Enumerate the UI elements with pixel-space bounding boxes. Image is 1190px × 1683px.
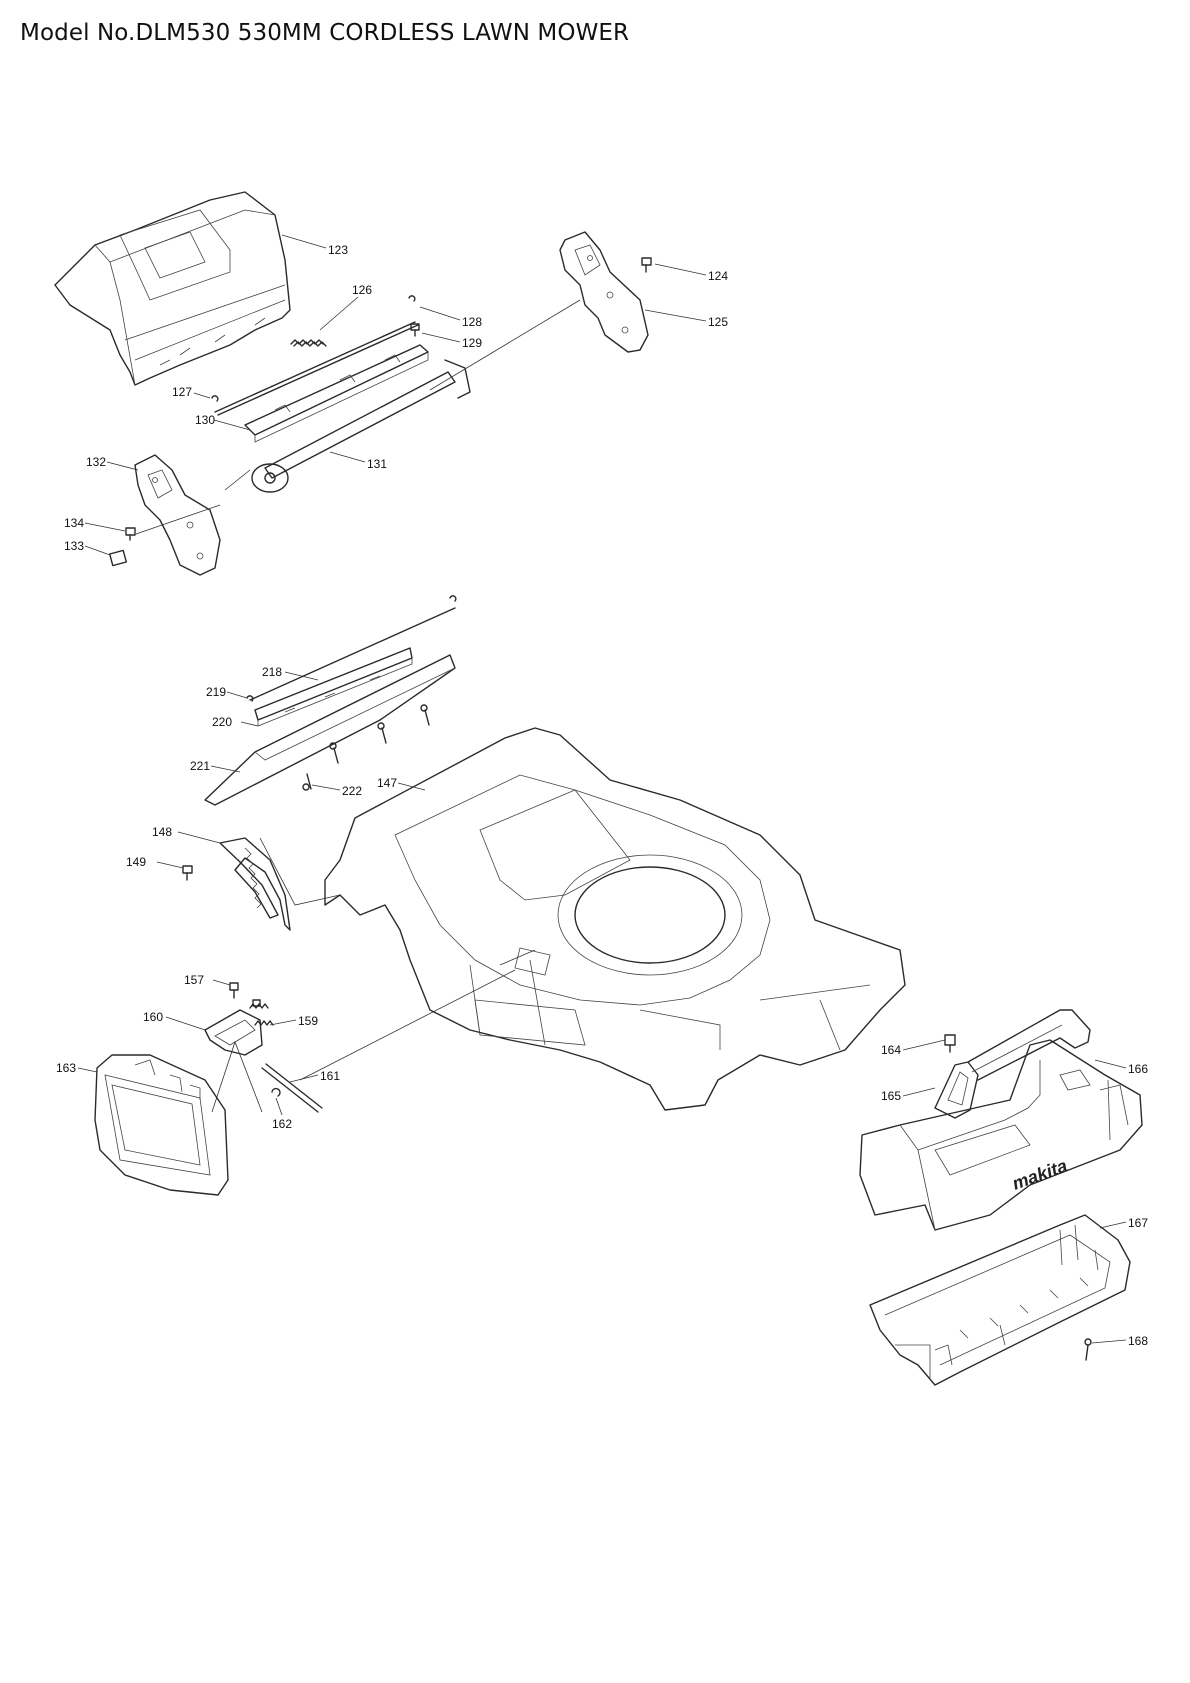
guide-line <box>429 299 581 391</box>
part-131-axle-tube <box>251 359 471 493</box>
callout-162: 162 <box>272 1117 292 1131</box>
callout-168: 168 <box>1128 1334 1148 1348</box>
callout-149: 149 <box>126 855 146 869</box>
flap-rod <box>214 321 416 413</box>
part-159-spring <box>249 999 274 1026</box>
callout-167: 167 <box>1128 1216 1148 1230</box>
part-167-battery-housing <box>869 1214 1131 1386</box>
part-129-screw <box>410 323 420 337</box>
part-124-screw <box>641 257 652 273</box>
callout-124: 124 <box>708 269 728 283</box>
makita-logo: makita <box>1010 1155 1070 1193</box>
part-126-spring <box>290 339 327 347</box>
callout-125: 125 <box>708 315 728 329</box>
callout-221: 221 <box>190 759 210 773</box>
callout-128: 128 <box>462 315 482 329</box>
part-148-height-lever-plate <box>219 837 291 931</box>
callout-132: 132 <box>86 455 106 469</box>
callout-160: 160 <box>143 1010 163 1024</box>
callout-127: 127 <box>172 385 192 399</box>
part-123-rear-flap <box>54 191 291 386</box>
callout-164: 164 <box>881 1043 901 1057</box>
part-157-screw <box>229 982 239 999</box>
part-134-screw <box>125 527 136 541</box>
callout-166: 166 <box>1128 1062 1148 1076</box>
part-218-rod <box>249 595 457 701</box>
part-165-handle-clamp <box>934 1061 979 1119</box>
part-222-screws <box>302 704 430 791</box>
callout-leaders <box>77 234 1127 1344</box>
callout-218: 218 <box>262 665 282 679</box>
callout-148: 148 <box>152 825 172 839</box>
callout-129: 129 <box>462 336 482 350</box>
part-163-rear-door <box>94 1054 229 1196</box>
callout-123: 123 <box>328 243 348 257</box>
callout-157: 157 <box>184 973 204 987</box>
callout-219: 219 <box>206 685 226 699</box>
part-147-mower-deck <box>324 727 906 1111</box>
callout-131: 131 <box>367 457 387 471</box>
callout-163: 163 <box>56 1061 76 1075</box>
part-128-clip <box>408 295 416 302</box>
callout-134: 134 <box>64 516 84 530</box>
part-219-clip <box>246 695 254 702</box>
part-127-clip <box>211 395 219 402</box>
callout-147: 147 <box>377 776 397 790</box>
callout-126: 126 <box>352 283 372 297</box>
callout-159: 159 <box>298 1014 318 1028</box>
page-title: Model No.DLM530 530MM CORDLESS LAWN MOWE… <box>20 20 630 46</box>
part-125-height-bracket-right <box>559 231 649 353</box>
part-220-hinge <box>254 647 413 727</box>
part-149-screw <box>182 865 193 881</box>
part-133-nut <box>108 549 128 567</box>
part-168-screw <box>1084 1338 1092 1361</box>
part-132-height-bracket-left <box>134 454 221 576</box>
callout-220: 220 <box>212 715 232 729</box>
part-161-pin <box>261 1063 323 1113</box>
part-164-screw <box>944 1034 956 1053</box>
callout-labels: 123 124 125 126 127 128 129 130 131 132 … <box>56 243 1148 1348</box>
part-130-hinge-bar <box>244 344 429 443</box>
callout-222: 222 <box>342 784 362 798</box>
callout-133: 133 <box>64 539 84 553</box>
handle-cover-bar <box>967 1009 1091 1081</box>
callout-165: 165 <box>881 1089 901 1103</box>
part-221-deflector-plate <box>204 654 456 806</box>
part-162-clip <box>271 1087 281 1097</box>
callout-130: 130 <box>195 413 215 427</box>
part-160-latch-bracket <box>204 1009 263 1056</box>
callout-161: 161 <box>320 1069 340 1083</box>
